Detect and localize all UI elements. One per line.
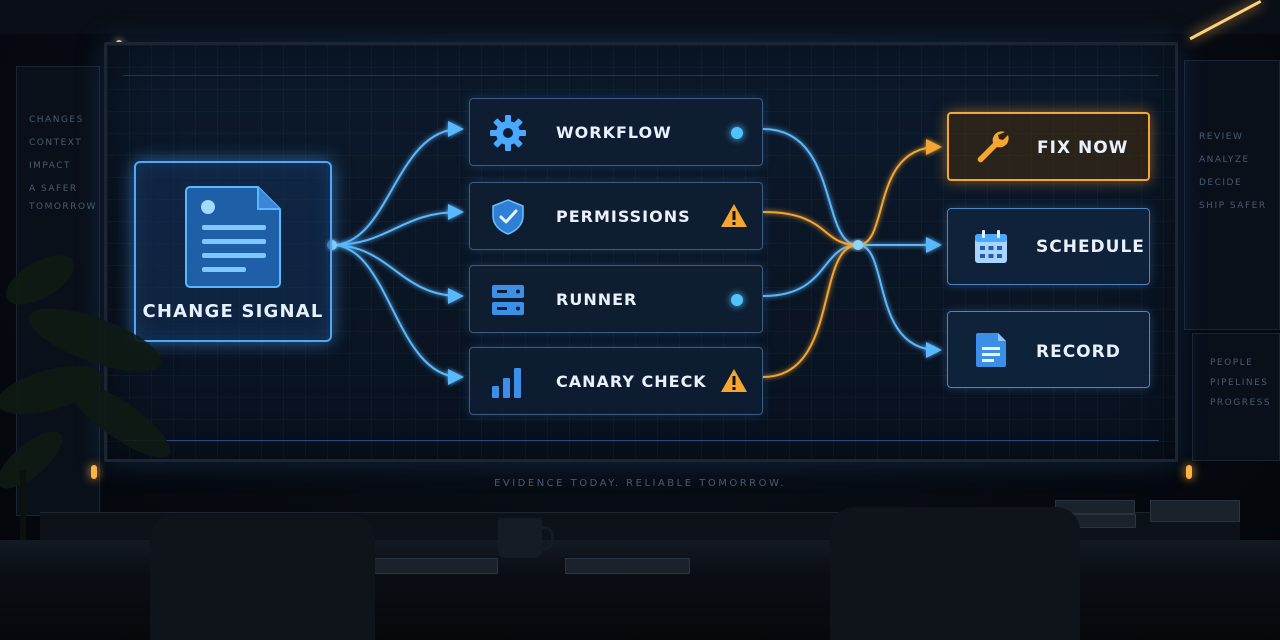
outcome-record[interactable]: RECORD: [947, 311, 1150, 388]
flow-to-runner: [331, 244, 464, 304]
screen-top-line: [123, 75, 1159, 76]
left-panel-item: CONTEXT: [29, 138, 83, 148]
office-chair: [150, 515, 375, 640]
right-panel-item: ANALYZE: [1199, 155, 1250, 165]
outcome-fix-now[interactable]: FIX NOW: [947, 112, 1150, 181]
check-label: RUNNER: [556, 290, 638, 309]
check-label: PERMISSIONS: [556, 207, 691, 226]
left-panel-item: IMPACT: [29, 161, 72, 171]
right-panel-item: DECIDE: [1199, 178, 1243, 188]
right-panel-text: REVIEW ANALYZE DECIDE SHIP SAFER: [1199, 126, 1267, 218]
right-lower-panel: [1192, 333, 1280, 461]
warning-icon: [721, 204, 747, 227]
flow-to-record: [857, 244, 942, 358]
flow-to-canary: [331, 244, 464, 385]
server-icon: [492, 285, 524, 315]
flow-runner-out: [762, 244, 859, 297]
desk-box: [1150, 500, 1240, 522]
outcome-label: SCHEDULE: [1036, 237, 1145, 257]
screen-bottom-line: [123, 440, 1159, 441]
office-chair: [830, 507, 1080, 640]
status-ok-indicator: [731, 127, 743, 139]
change-signal-box[interactable]: CHANGE SIGNAL: [134, 161, 332, 342]
notebook: [565, 558, 690, 574]
right-lower-panel-item: PEOPLE: [1210, 358, 1254, 368]
gear-icon: [490, 115, 526, 151]
wrench-icon: [977, 131, 1009, 163]
check-runner[interactable]: RUNNER: [469, 265, 763, 333]
change-signal-label: CHANGE SIGNAL: [142, 301, 324, 322]
right-lower-panel-item: PROGRESS: [1210, 398, 1272, 408]
left-panel-item: CHANGES: [29, 115, 84, 125]
outcome-schedule[interactable]: SCHEDULE: [947, 208, 1150, 285]
check-permissions[interactable]: PERMISSIONS: [469, 182, 763, 250]
check-label: CANARY CHECK: [556, 372, 707, 391]
bar-chart-icon: [492, 368, 521, 398]
right-panel-item: SHIP SAFER: [1199, 201, 1267, 211]
right-lower-panel-text: PEOPLE PIPELINES PROGRESS: [1210, 353, 1271, 413]
merge-junction: [853, 240, 863, 250]
desk-lamp: [91, 465, 97, 479]
plant: [0, 255, 171, 540]
status-ok-indicator: [731, 294, 743, 306]
warning-icon: [721, 369, 747, 392]
flow-to-permissions: [331, 204, 464, 246]
right-side-panel: [1184, 60, 1280, 330]
laptop: [360, 558, 498, 574]
calendar-icon: [975, 230, 1007, 263]
check-canary[interactable]: CANARY CHECK: [469, 347, 763, 415]
flow-workflow-out: [762, 128, 859, 246]
right-panel-item: REVIEW: [1199, 132, 1244, 142]
left-panel-item: TOMORROW: [29, 202, 97, 212]
flow-to-fix: [857, 139, 942, 246]
check-label: WORKFLOW: [556, 123, 672, 142]
desk-lamp: [1186, 465, 1192, 479]
coffee-mug: [498, 518, 554, 558]
tagline: EVIDENCE TODAY. RELIABLE TOMORROW.: [494, 478, 786, 489]
flow-canary-out: [762, 244, 859, 378]
left-panel-item: A SAFER: [29, 184, 78, 194]
document-icon: [976, 333, 1006, 367]
flow-to-workflow: [331, 121, 464, 246]
check-workflow[interactable]: WORKFLOW: [469, 98, 763, 166]
flow-permissions-out: [762, 211, 859, 246]
shield-check-icon: [492, 199, 524, 235]
document-icon: [185, 186, 281, 288]
outcome-label: RECORD: [1036, 342, 1121, 362]
right-lower-panel-item: PIPELINES: [1210, 378, 1269, 388]
outcome-label: FIX NOW: [1037, 138, 1129, 158]
ceiling: [0, 0, 1280, 34]
left-panel-text: CHANGES CONTEXT IMPACT A SAFER TOMORROW: [29, 109, 97, 219]
